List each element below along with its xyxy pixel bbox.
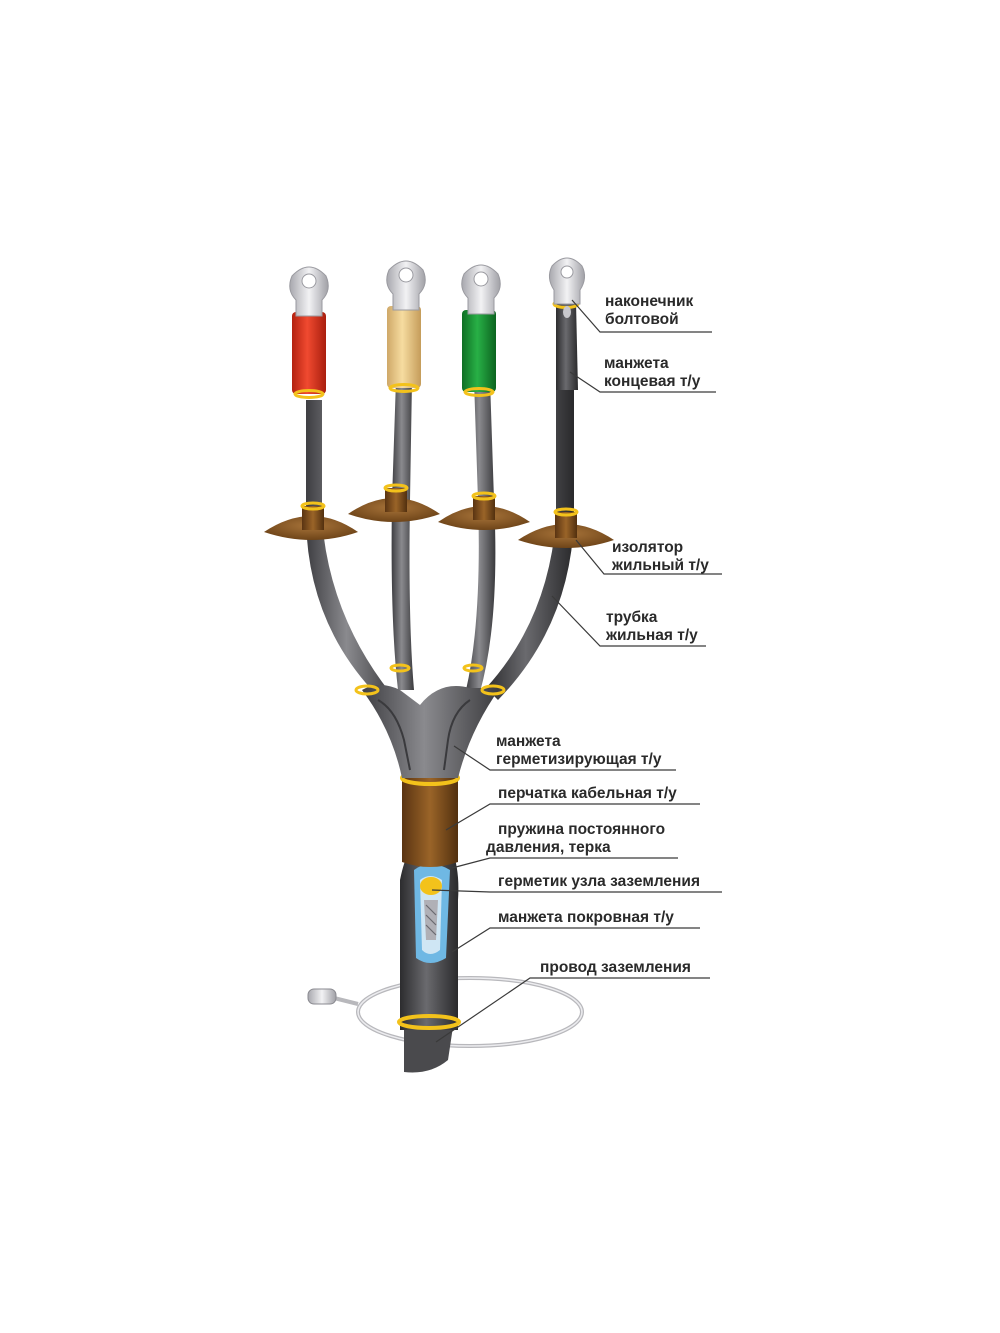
label-cable-glove: перчатка кабельная т/у (498, 785, 677, 802)
cable-body (397, 770, 461, 1073)
label-spring: пружина постоянного давления, терка (486, 821, 669, 856)
lug-1 (289, 266, 329, 317)
label-core-tube: трубка жильная т/у (605, 609, 698, 644)
leader-lines (431, 299, 722, 1043)
lug-3 (461, 264, 501, 315)
labels: наконечник болтовой манжета концевая т/у… (486, 293, 709, 976)
insulator-2 (348, 483, 440, 522)
bolted-lugs (289, 257, 586, 318)
ground-wire (307, 976, 584, 1048)
end-cuff-yellow (387, 306, 421, 388)
end-cuff-neutral (556, 302, 578, 390)
insulator-3 (438, 491, 530, 530)
end-cuff-green (462, 310, 496, 392)
ground-sealant-window (414, 864, 450, 963)
sealing-cuff (354, 663, 506, 778)
lug-4 (548, 257, 586, 318)
end-cuff-red (292, 312, 326, 394)
label-sealing-cuff: манжета герметизирующая т/у (496, 733, 662, 768)
end-cuffs (292, 299, 580, 399)
label-end-cuff: манжета концевая т/у (604, 355, 701, 390)
label-core-insulator: изолятор жильный т/у (611, 539, 709, 574)
label-lug: наконечник болтовой (605, 293, 698, 328)
lug-2 (386, 260, 426, 311)
label-ground-wire: провод заземления (540, 959, 691, 976)
insulator-4 (518, 507, 614, 548)
label-cover-cuff: манжета покровная т/у (498, 909, 674, 926)
insulator-1 (264, 501, 358, 540)
label-ground-sealant: герметик узла заземления (498, 873, 700, 890)
core-insulators (264, 483, 614, 548)
core-tubes (306, 300, 574, 700)
